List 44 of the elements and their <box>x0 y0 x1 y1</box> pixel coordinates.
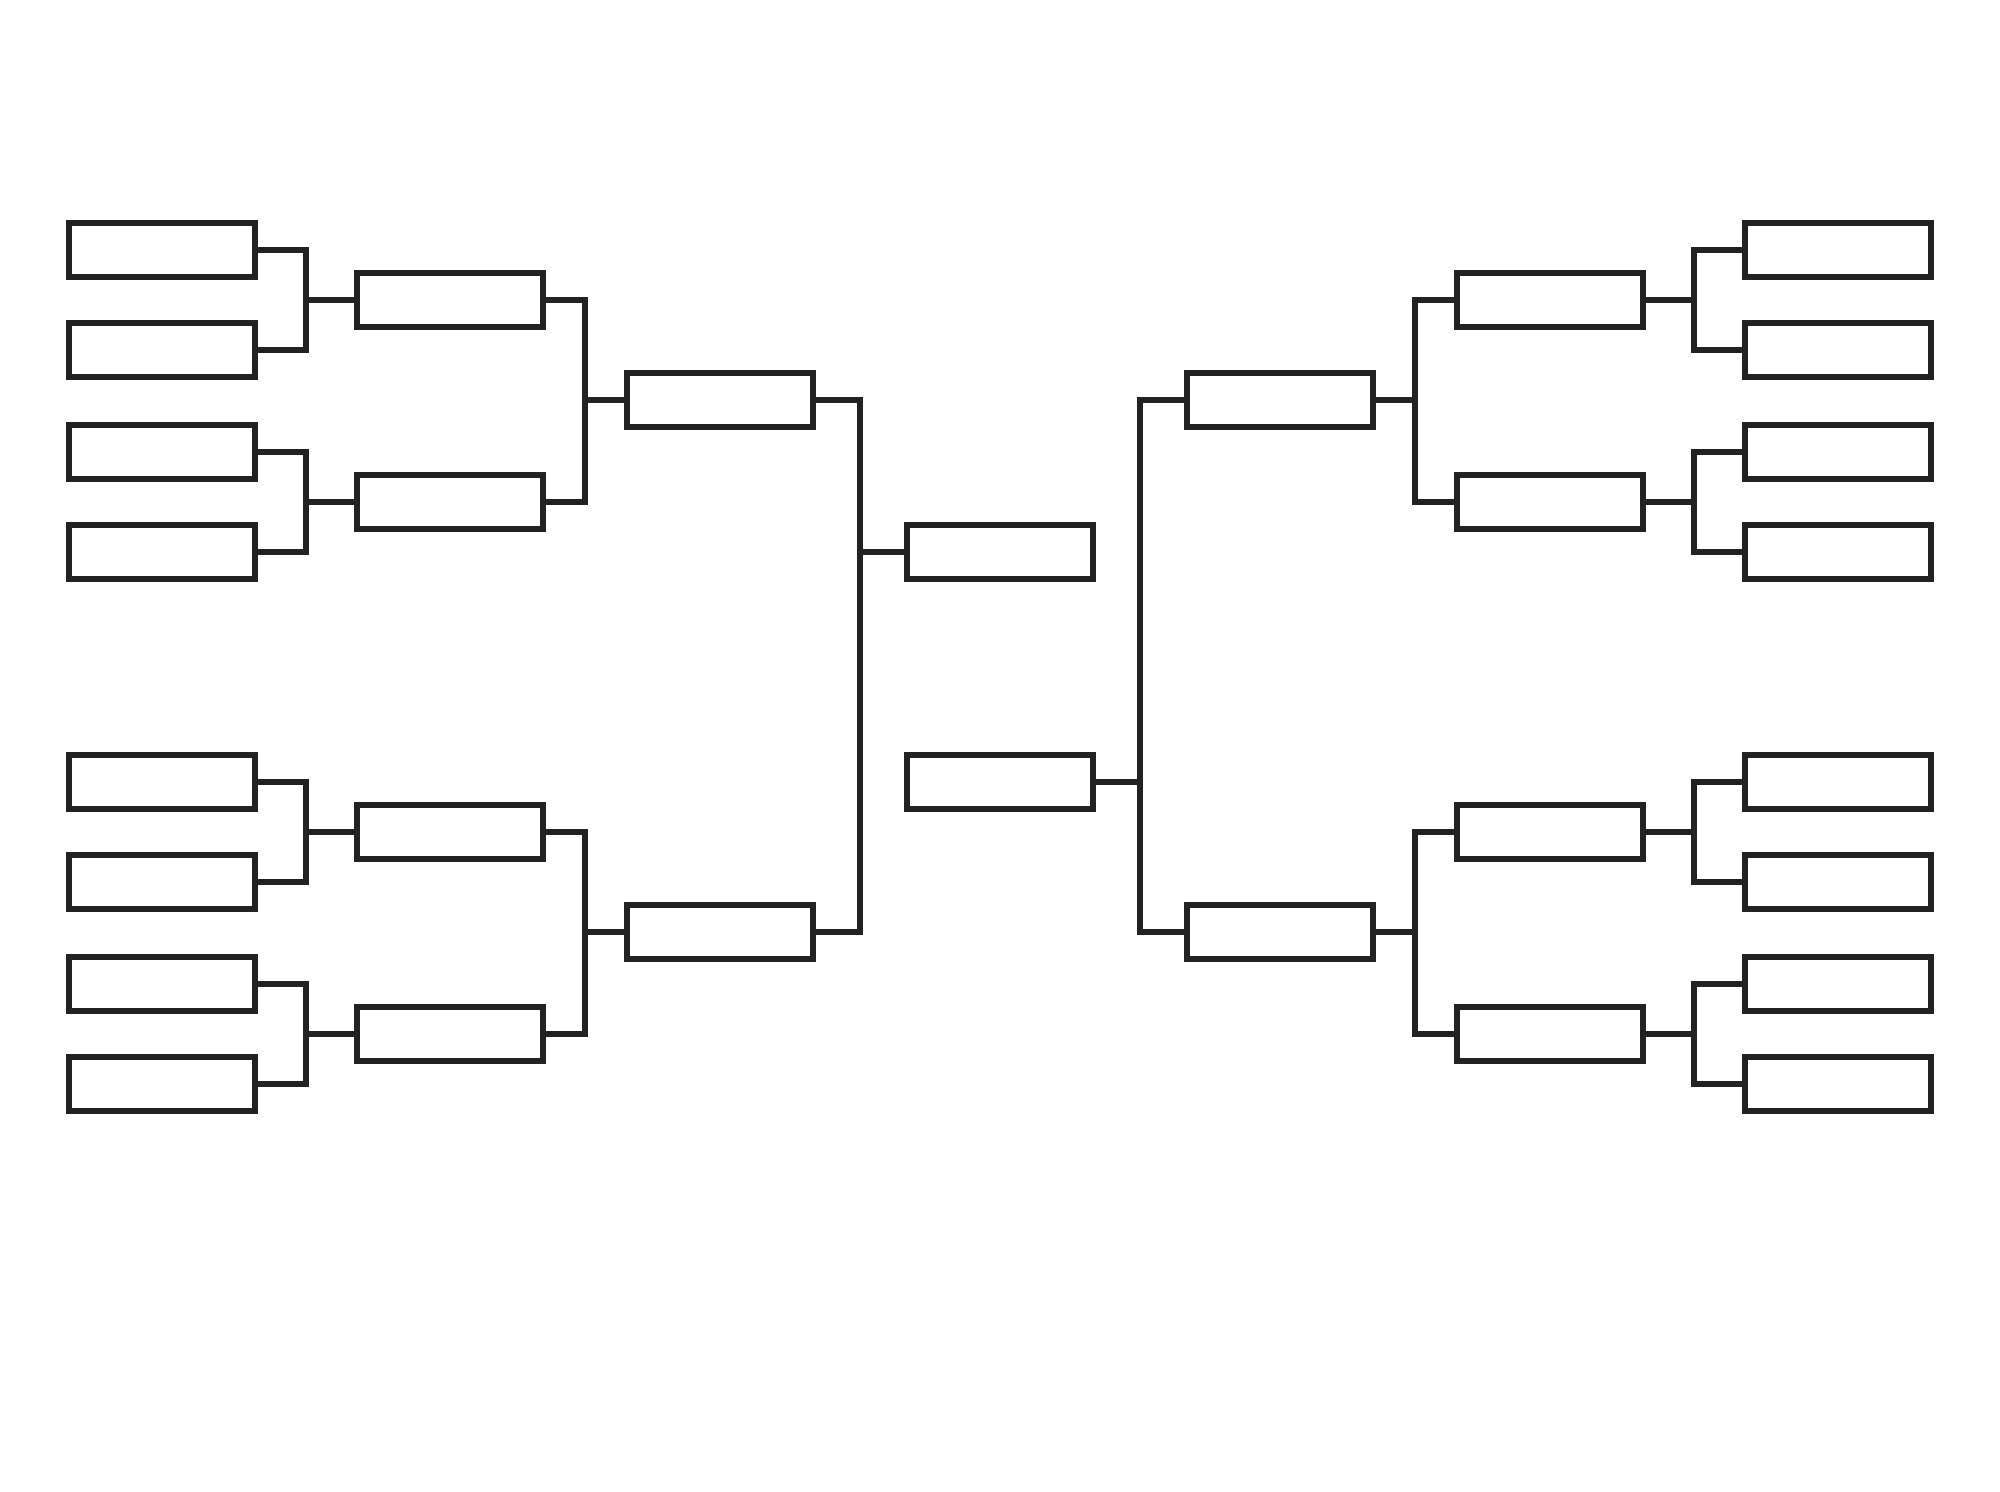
bracket-slot <box>904 522 1096 582</box>
bracket-line <box>258 1031 354 1087</box>
bracket-line <box>1646 1031 1742 1087</box>
bracket-line <box>1646 297 1742 353</box>
bracket-slot <box>66 954 258 1014</box>
bracket-slot <box>1454 1004 1646 1064</box>
bracket-slot <box>1454 802 1646 862</box>
bracket-slot <box>66 422 258 482</box>
bracket-slot <box>1454 472 1646 532</box>
bracket-slot <box>1742 220 1934 280</box>
bracket-slot <box>1742 954 1934 1014</box>
bracket-slot <box>354 270 546 330</box>
bracket-line <box>1096 779 1184 935</box>
bracket-line <box>1646 499 1742 555</box>
bracket-line <box>546 397 624 505</box>
bracket-line <box>546 929 624 1037</box>
bracket-slot <box>1184 370 1376 430</box>
bracket-slot <box>1742 752 1934 812</box>
bracket-slot <box>1742 320 1934 380</box>
bracket-slot <box>66 752 258 812</box>
bracket-slot <box>1742 1054 1934 1114</box>
bracket-slot <box>66 852 258 912</box>
bracket-slot <box>354 472 546 532</box>
bracket-slot <box>66 1054 258 1114</box>
bracket-line <box>258 829 354 885</box>
bracket-slot <box>66 220 258 280</box>
bracket-slot <box>624 370 816 430</box>
bracket-line <box>1646 829 1742 885</box>
bracket-line <box>258 499 354 555</box>
bracket-slot <box>1742 422 1934 482</box>
bracket-slot <box>354 1004 546 1064</box>
bracket-slot <box>66 320 258 380</box>
bracket-slot <box>1184 902 1376 962</box>
bracket-slot <box>1454 270 1646 330</box>
bracket-slot <box>904 752 1096 812</box>
bracket-slot <box>624 902 816 962</box>
bracket-line <box>1376 397 1454 505</box>
bracket-slot <box>354 802 546 862</box>
bracket-line <box>258 297 354 353</box>
bracket-slot <box>1742 852 1934 912</box>
bracket-slot <box>66 522 258 582</box>
bracket-line <box>1376 929 1454 1037</box>
bracket-line <box>816 549 904 935</box>
bracket-slot <box>1742 522 1934 582</box>
